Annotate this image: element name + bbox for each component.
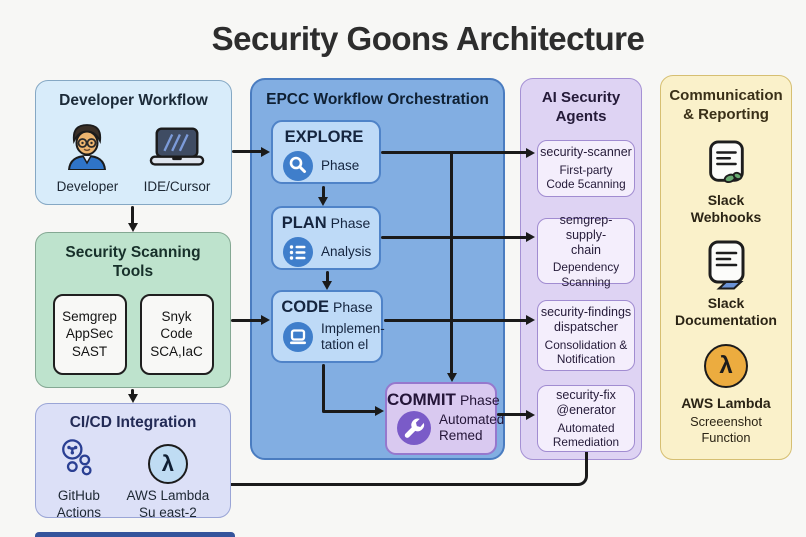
commit-title: COMMIT xyxy=(387,390,456,409)
github-actions-label: GitHub Actions xyxy=(56,488,101,520)
arrowhead xyxy=(526,315,535,325)
agent-semgrep-supply-chain: semgrep-supply- chain Dependency Scannin… xyxy=(537,213,635,289)
security-scanning-title: Security Scanning Tools xyxy=(65,244,201,281)
arrow-explore-to-security-scanner xyxy=(381,151,527,154)
communication-reporting-panel: Communication & Reporting Slack Webhooks… xyxy=(660,75,792,460)
github-actions-icon xyxy=(58,437,100,484)
arrow-scanning-to-cicd xyxy=(131,389,134,397)
plan-title: PLAN xyxy=(281,214,327,232)
wrench-icon xyxy=(397,411,431,445)
slack-webhooks-label: Slack Webhooks xyxy=(690,191,762,226)
arrowhead xyxy=(526,232,535,242)
agent-name: security-scanner xyxy=(540,145,632,160)
aws-lambda-icon: λ xyxy=(147,444,188,485)
arrowhead xyxy=(318,197,328,206)
plan-title-suffix: Phase xyxy=(330,215,371,231)
agent-desc: Dependency Scanning xyxy=(552,260,620,289)
line-fix-generator-to-cicd xyxy=(231,452,588,486)
arrowhead xyxy=(526,409,535,420)
arrow-plan-to-code xyxy=(325,271,329,284)
aws-lambda-icon: λ xyxy=(704,343,748,388)
snyk-tool-box: Snyk Code SCA,IaC xyxy=(139,293,214,375)
cropped-box-edge xyxy=(35,532,235,537)
developer-avatar-icon xyxy=(61,118,113,175)
arrowhead xyxy=(526,147,535,158)
search-icon xyxy=(283,151,313,181)
agent-name: security-fix @enerator xyxy=(556,388,616,417)
arrowhead xyxy=(446,373,457,382)
agent-security-findings-dispatcher: security-findings dispatscher Consolidat… xyxy=(537,300,635,371)
agent-desc: Consolidation & Notification xyxy=(544,337,628,366)
arrowhead xyxy=(261,315,270,325)
github-actions-item: GitHub Actions xyxy=(57,437,101,521)
document-fold-icon xyxy=(703,240,749,295)
code-title: CODE xyxy=(281,298,329,316)
arrowhead xyxy=(375,406,384,416)
explore-subtitle: Phase xyxy=(321,158,360,174)
developer-workflow-panel: Developer Workflow Deve xyxy=(35,80,232,205)
arrowhead xyxy=(261,146,270,157)
cicd-lambda-label: AWS Lambda Su east-2 xyxy=(126,488,210,520)
arrowhead xyxy=(127,394,138,403)
explore-phase-box: EXPLORE Phase xyxy=(271,120,381,184)
arrow-code-to-commit-vertical xyxy=(321,364,325,412)
agent-name: semgrep-supply- chain xyxy=(559,213,613,257)
slack-documentation-label: Slack Documentation xyxy=(675,294,777,329)
commit-title-suffix: Phase xyxy=(459,392,500,408)
agent-security-scanner: security-scanner First-party Code 5canni… xyxy=(537,140,635,197)
code-title-suffix: Phase xyxy=(332,299,373,315)
arrow-dev-to-explore xyxy=(232,150,263,153)
document-leaf-icon xyxy=(703,139,749,192)
arrow-dev-to-scanning xyxy=(131,206,134,225)
laptop-icon xyxy=(149,126,205,175)
cicd-lambda-item: λ AWS Lambda Su east-2 xyxy=(126,444,209,521)
arrow-code-to-findings-dispatcher xyxy=(384,318,527,322)
cicd-title: CI/CD Integration xyxy=(69,414,197,431)
aws-lambda-sublabel: Screeenshot Function xyxy=(690,414,762,445)
page-title: Security Goons Architecture xyxy=(211,20,645,57)
arrow-trunk-to-commit xyxy=(450,152,453,375)
semgrep-tool-box: Semgrep AppSec SAST xyxy=(52,293,127,375)
explore-title: EXPLORE xyxy=(284,128,364,146)
developer-label: Developer xyxy=(56,179,119,195)
ide-cursor-item: IDE/Cursor xyxy=(143,126,211,195)
agent-desc: Automated Remediation xyxy=(552,420,620,449)
cicd-integration-panel: CI/CD Integration GitHub Actions xyxy=(35,403,231,521)
developer-workflow-title: Developer Workflow xyxy=(59,92,208,109)
communication-title: Communication & Reporting xyxy=(669,87,783,123)
ide-cursor-label: IDE/Cursor xyxy=(143,179,211,195)
list-icon xyxy=(283,237,313,267)
arrow-plan-to-supply-chain xyxy=(381,235,527,239)
arrowhead xyxy=(127,223,138,232)
arrow-code-to-commit-horizontal xyxy=(321,409,378,413)
arrow-commit-to-fix-generator xyxy=(497,413,527,416)
code-icon xyxy=(283,321,313,352)
commit-subtitle: Automated Remed xyxy=(439,412,505,443)
agent-desc: First-party Code 5canning xyxy=(546,163,626,192)
ai-security-agents-title: AI Security Agents xyxy=(541,89,621,125)
aws-lambda-label: AWS Lambda xyxy=(681,394,771,411)
code-subtitle: Implemen- tation el xyxy=(321,321,385,352)
developer-item: Developer xyxy=(56,118,119,195)
arrowhead xyxy=(322,281,332,290)
security-scanning-panel: Security Scanning Tools Semgrep AppSec S… xyxy=(35,232,231,388)
agent-security-fix-generator: security-fix @enerator Automated Remedia… xyxy=(537,385,635,452)
agent-name: security-findings dispatscher xyxy=(540,305,632,334)
arrow-explore-to-plan xyxy=(321,186,325,200)
plan-subtitle: Analysis xyxy=(321,244,372,260)
epcc-title: EPCC Workflow Orchestration xyxy=(266,91,489,108)
arrow-scanning-to-code xyxy=(231,318,263,322)
